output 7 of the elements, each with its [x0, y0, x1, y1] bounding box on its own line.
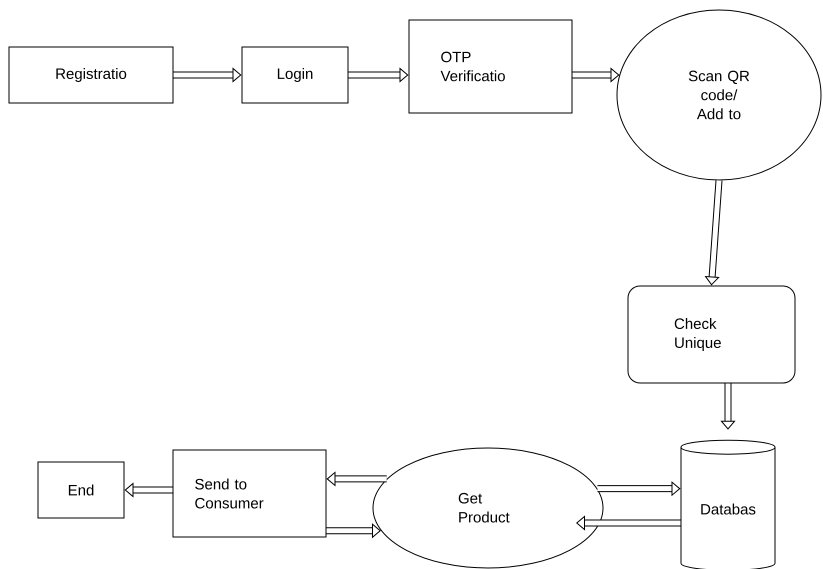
process-box: Login: [242, 46, 348, 104]
process-box: Registratio: [8, 46, 174, 104]
process-box: Send to Consumer: [172, 449, 326, 538]
process-box: Check Unique: [628, 285, 796, 384]
process-box: End: [38, 461, 124, 518]
database-cylinder: Databas: [680, 440, 776, 569]
process-box: OTP Verificatio: [408, 20, 572, 114]
